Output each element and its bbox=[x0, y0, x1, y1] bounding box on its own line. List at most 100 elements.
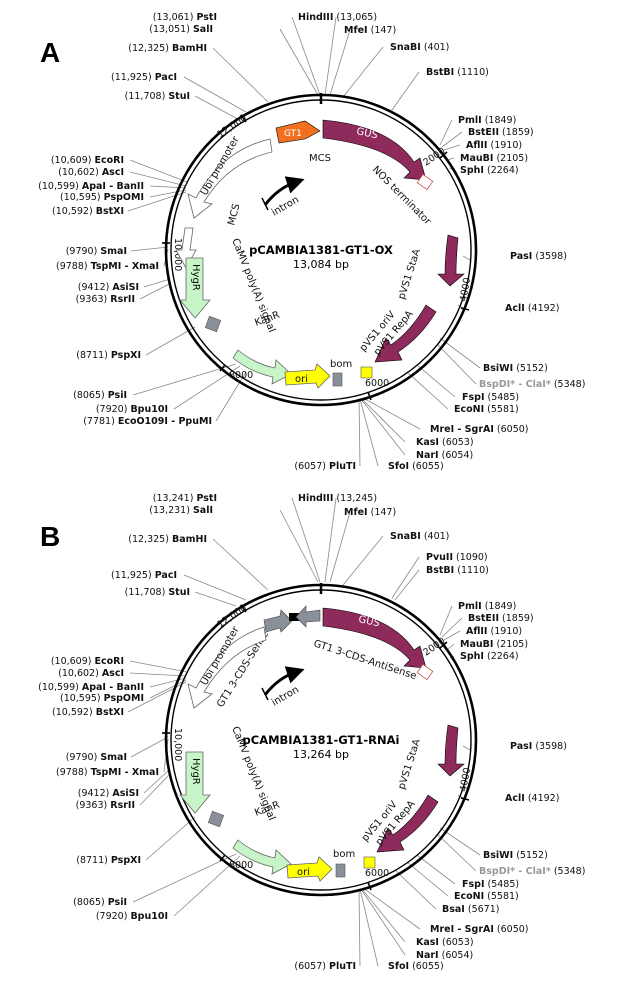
panel-b-hygr-arrow bbox=[179, 751, 211, 814]
site-position: (1859) bbox=[502, 127, 534, 138]
panel-b-letter: B bbox=[40, 521, 60, 552]
panel-b-pos-2000: 2000 bbox=[421, 636, 447, 659]
site-enzyme-name: StuI bbox=[168, 91, 190, 102]
panel-b-site-right-21: (6057) PluTI bbox=[294, 961, 356, 972]
panel-a-site-left-10: (9790) SmaI bbox=[66, 246, 127, 257]
panel-b-site-left-7: (10,599) ApaI - BanII bbox=[38, 682, 144, 693]
site-enzyme-name: AscI bbox=[102, 668, 124, 679]
site-position: (6054) bbox=[442, 950, 474, 961]
site-enzyme-name: KasI bbox=[416, 437, 439, 448]
panel-b-site-right-8: MauBI (2105) bbox=[460, 639, 528, 650]
site-enzyme-name: PasI bbox=[510, 251, 532, 262]
panel-a-site-right-11: BsiWI (5152) bbox=[483, 363, 548, 374]
panel-a-gt1-arrow bbox=[275, 120, 321, 144]
site-enzyme-name: AflII bbox=[466, 140, 487, 151]
panel-b-antisense-arrow bbox=[295, 605, 321, 628]
panel-b-pos-10000: 10,000 bbox=[172, 728, 183, 761]
site-position: (3598) bbox=[535, 741, 567, 752]
site-enzyme-name: SphI bbox=[460, 651, 484, 662]
site-enzyme-name: PluTI bbox=[329, 461, 356, 472]
panel-a-pos-2000: 2000 bbox=[421, 146, 447, 169]
site-position: (10,609) bbox=[51, 155, 92, 166]
site-position: (13,051) bbox=[149, 24, 190, 35]
panel-a-site-right-9: PasI (3598) bbox=[510, 251, 567, 262]
panel-b-site-left-1: (13,231) SalI bbox=[149, 505, 213, 516]
site-enzyme-name: SmaI bbox=[100, 752, 127, 763]
panel-b-bom-label: bom bbox=[333, 849, 355, 860]
site-enzyme-name: PmlI bbox=[458, 115, 482, 126]
site-position: (2264) bbox=[487, 165, 519, 176]
panel-b-sense-arrow bbox=[263, 609, 293, 633]
panel-a-size: 13,084 bp bbox=[293, 258, 349, 271]
panel-a-site-left-3: (11,925) PacI bbox=[111, 72, 177, 83]
site-enzyme-name: SfoI bbox=[388, 461, 409, 472]
panel-b-site-right-0: HindIII (13,245) bbox=[298, 493, 377, 504]
panel-a-mcs-left-label: MCS bbox=[226, 203, 242, 227]
panel-a-site-right-4: PmlI (1849) bbox=[458, 115, 516, 126]
site-position: (9788) bbox=[56, 767, 88, 778]
site-enzyme-name: FspI bbox=[462, 392, 484, 403]
panel-b-site-left-0: (13,241) PstI bbox=[153, 493, 217, 504]
panel-b-site-left-5: (10,609) EcoRI bbox=[51, 656, 124, 667]
panel-b-leader-lines bbox=[127, 497, 481, 967]
panel-a-gus-label: GUS bbox=[355, 126, 378, 141]
panel-b: B bbox=[38, 493, 585, 972]
panel-a-site-right-15: MreI - SgrAI (6050) bbox=[430, 424, 529, 435]
panel-a: A bbox=[38, 12, 585, 472]
panel-b-site-right-11: AclI (4192) bbox=[505, 793, 559, 804]
site-position: (1849) bbox=[485, 601, 517, 612]
panel-a-intron-tick bbox=[261, 197, 269, 211]
panel-b-title: pCAMBIA1381-GT1-RNAi bbox=[243, 733, 400, 747]
site-position: (6050) bbox=[497, 924, 529, 935]
site-enzyme-name: BamHI bbox=[172, 43, 207, 54]
site-enzyme-name: BspDI* - ClaI* bbox=[479, 866, 551, 877]
site-enzyme-name: BsiWI bbox=[483, 850, 513, 861]
site-enzyme-name: AscI bbox=[102, 167, 124, 178]
panel-b-site-right-19: NarI (6054) bbox=[416, 950, 473, 961]
site-position: (1859) bbox=[502, 613, 534, 624]
site-position: (13,241) bbox=[153, 493, 194, 504]
site-position: (10,592) bbox=[52, 707, 93, 718]
panel-a-site-right-16: KasI (6053) bbox=[416, 437, 474, 448]
site-position: (1090) bbox=[456, 552, 488, 563]
panel-a-hygr-label: HygR bbox=[190, 264, 201, 291]
panel-b-site-left-16: (7920) Bpu10I bbox=[96, 911, 168, 922]
panel-b-ubi-arrow bbox=[187, 626, 267, 709]
site-enzyme-name: SfoI bbox=[388, 961, 409, 972]
site-position: (6057) bbox=[294, 961, 326, 972]
panel-a-stab-label: pVS1 StaA bbox=[396, 248, 423, 301]
site-enzyme-name: EcoRI bbox=[95, 155, 125, 166]
panel-b-size: 13,264 bp bbox=[293, 748, 349, 761]
site-position: (1110) bbox=[457, 67, 489, 78]
panel-a-site-right-3: BstBI (1110) bbox=[426, 67, 489, 78]
site-enzyme-name: SphI bbox=[460, 165, 484, 176]
panel-b-site-left-12: (9412) AsiSI bbox=[78, 788, 139, 799]
site-enzyme-name: BstBI bbox=[426, 67, 454, 78]
panel-b-site-right-14: FspI (5485) bbox=[462, 879, 519, 890]
site-position: (10,602) bbox=[58, 668, 99, 679]
panel-a-bom-box bbox=[332, 372, 343, 387]
site-position: (6053) bbox=[442, 437, 474, 448]
site-position: (11,708) bbox=[125, 587, 166, 598]
site-position: (6050) bbox=[497, 424, 529, 435]
site-position: (2105) bbox=[496, 639, 528, 650]
panel-b-site-right-20: SfoI (6055) bbox=[388, 961, 444, 972]
site-position: (1910) bbox=[491, 140, 523, 151]
site-enzyme-name: SalI bbox=[193, 24, 213, 35]
site-position: (9790) bbox=[66, 752, 98, 763]
panel-a-site-left-2: (12,325) BamHI bbox=[128, 43, 207, 54]
site-position: (8711) bbox=[76, 350, 108, 361]
site-position: (13,245) bbox=[336, 493, 377, 504]
site-position: (13,231) bbox=[149, 505, 190, 516]
panel-a-site-left-0: (13,061) PstI bbox=[153, 12, 217, 23]
panel-a-site-right-8: SphI (2264) bbox=[460, 165, 519, 176]
panel-b-site-right-5: PmlI (1849) bbox=[458, 601, 516, 612]
site-enzyme-name: KasI bbox=[416, 937, 439, 948]
site-position: (6055) bbox=[412, 961, 444, 972]
site-enzyme-name: AsiSI bbox=[112, 282, 139, 293]
site-position: (9412) bbox=[78, 788, 110, 799]
panel-a-letter: A bbox=[40, 37, 60, 68]
panel-a-site-left-6: (10,602) AscI bbox=[58, 167, 124, 178]
site-position: (5348) bbox=[554, 866, 586, 877]
